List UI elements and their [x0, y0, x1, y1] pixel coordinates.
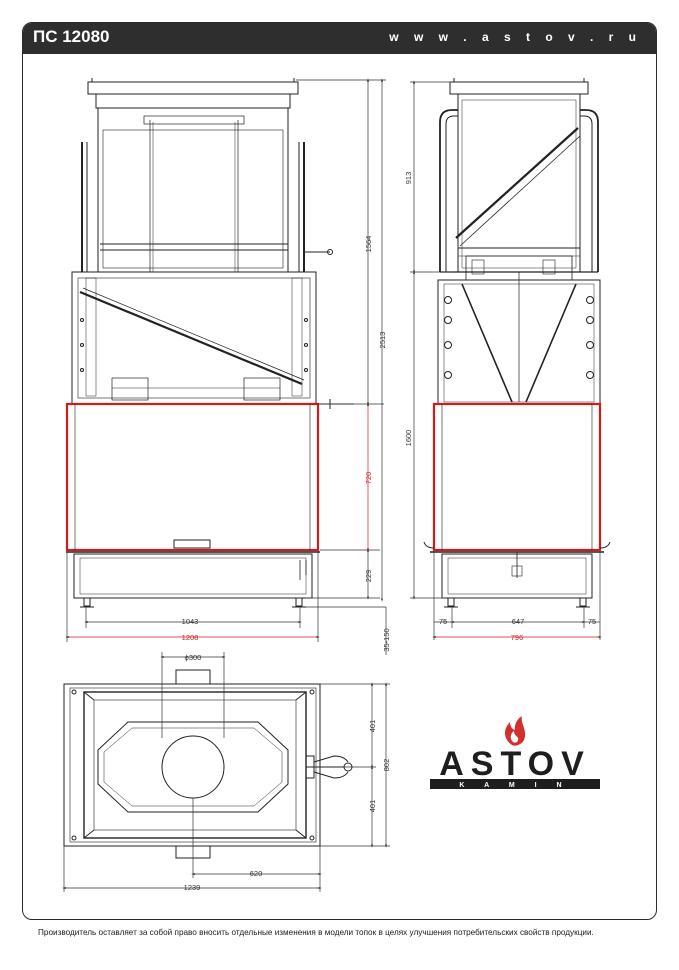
dim-total-depth: 802 — [382, 759, 391, 772]
front-view — [65, 78, 354, 608]
dim-outer-width: 1208 — [182, 633, 199, 642]
dim-inner-width: 1043 — [182, 617, 199, 626]
dim-half-depth-bottom: 401 — [368, 800, 377, 813]
top-view — [63, 669, 353, 859]
dim-top-total-width: 1239 — [184, 883, 201, 892]
top-dim-labels: ϕ300 401 401 802 620 1239 — [184, 653, 391, 892]
dim-flue-diameter: ϕ300 — [185, 653, 202, 662]
header-bar: ПС 12080 w w w . a s t o v . r u — [23, 23, 656, 54]
dim-center-offset: 620 — [250, 869, 263, 878]
website-link[interactable]: w w w . a s t o v . r u — [389, 30, 642, 44]
logo-brand: ASTOV — [439, 745, 591, 783]
side-view — [423, 78, 611, 608]
dim-side-total: 796 — [511, 633, 524, 642]
dim-glass-height: 720 — [364, 472, 373, 485]
dim-base-height: 229 — [364, 570, 373, 583]
side-dimensions — [410, 80, 602, 640]
model-title: ПС 12080 — [33, 27, 110, 46]
dim-side-left: 75 — [439, 617, 447, 626]
dim-total-height: 2513 — [378, 332, 387, 349]
top-dimensions — [62, 652, 390, 892]
drawing-frame: ПС 12080 w w w . a s t o v . r u — [22, 22, 657, 920]
dim-adjust: 35-150 — [382, 628, 391, 651]
dim-side-middle: 647 — [512, 617, 525, 626]
front-dimensions — [65, 78, 387, 655]
disclaimer-note: Производитель оставляет за собой право в… — [38, 928, 594, 937]
dim-upper-height: 1564 — [364, 236, 373, 253]
dim-half-depth-top: 401 — [368, 720, 377, 733]
side-dim-labels: 913 1600 75 647 75 796 — [404, 172, 596, 642]
front-dim-labels: 2513 1564 720 229 35-150 1043 1208 — [182, 236, 391, 652]
dim-side-right: 75 — [588, 617, 596, 626]
astov-logo: ASTOV K A M I N — [430, 716, 600, 789]
flame-icon — [505, 716, 526, 746]
dim-side-upper: 913 — [404, 172, 413, 185]
dim-side-lower: 1600 — [404, 430, 413, 447]
logo-tagline: K A M I N — [459, 782, 570, 789]
